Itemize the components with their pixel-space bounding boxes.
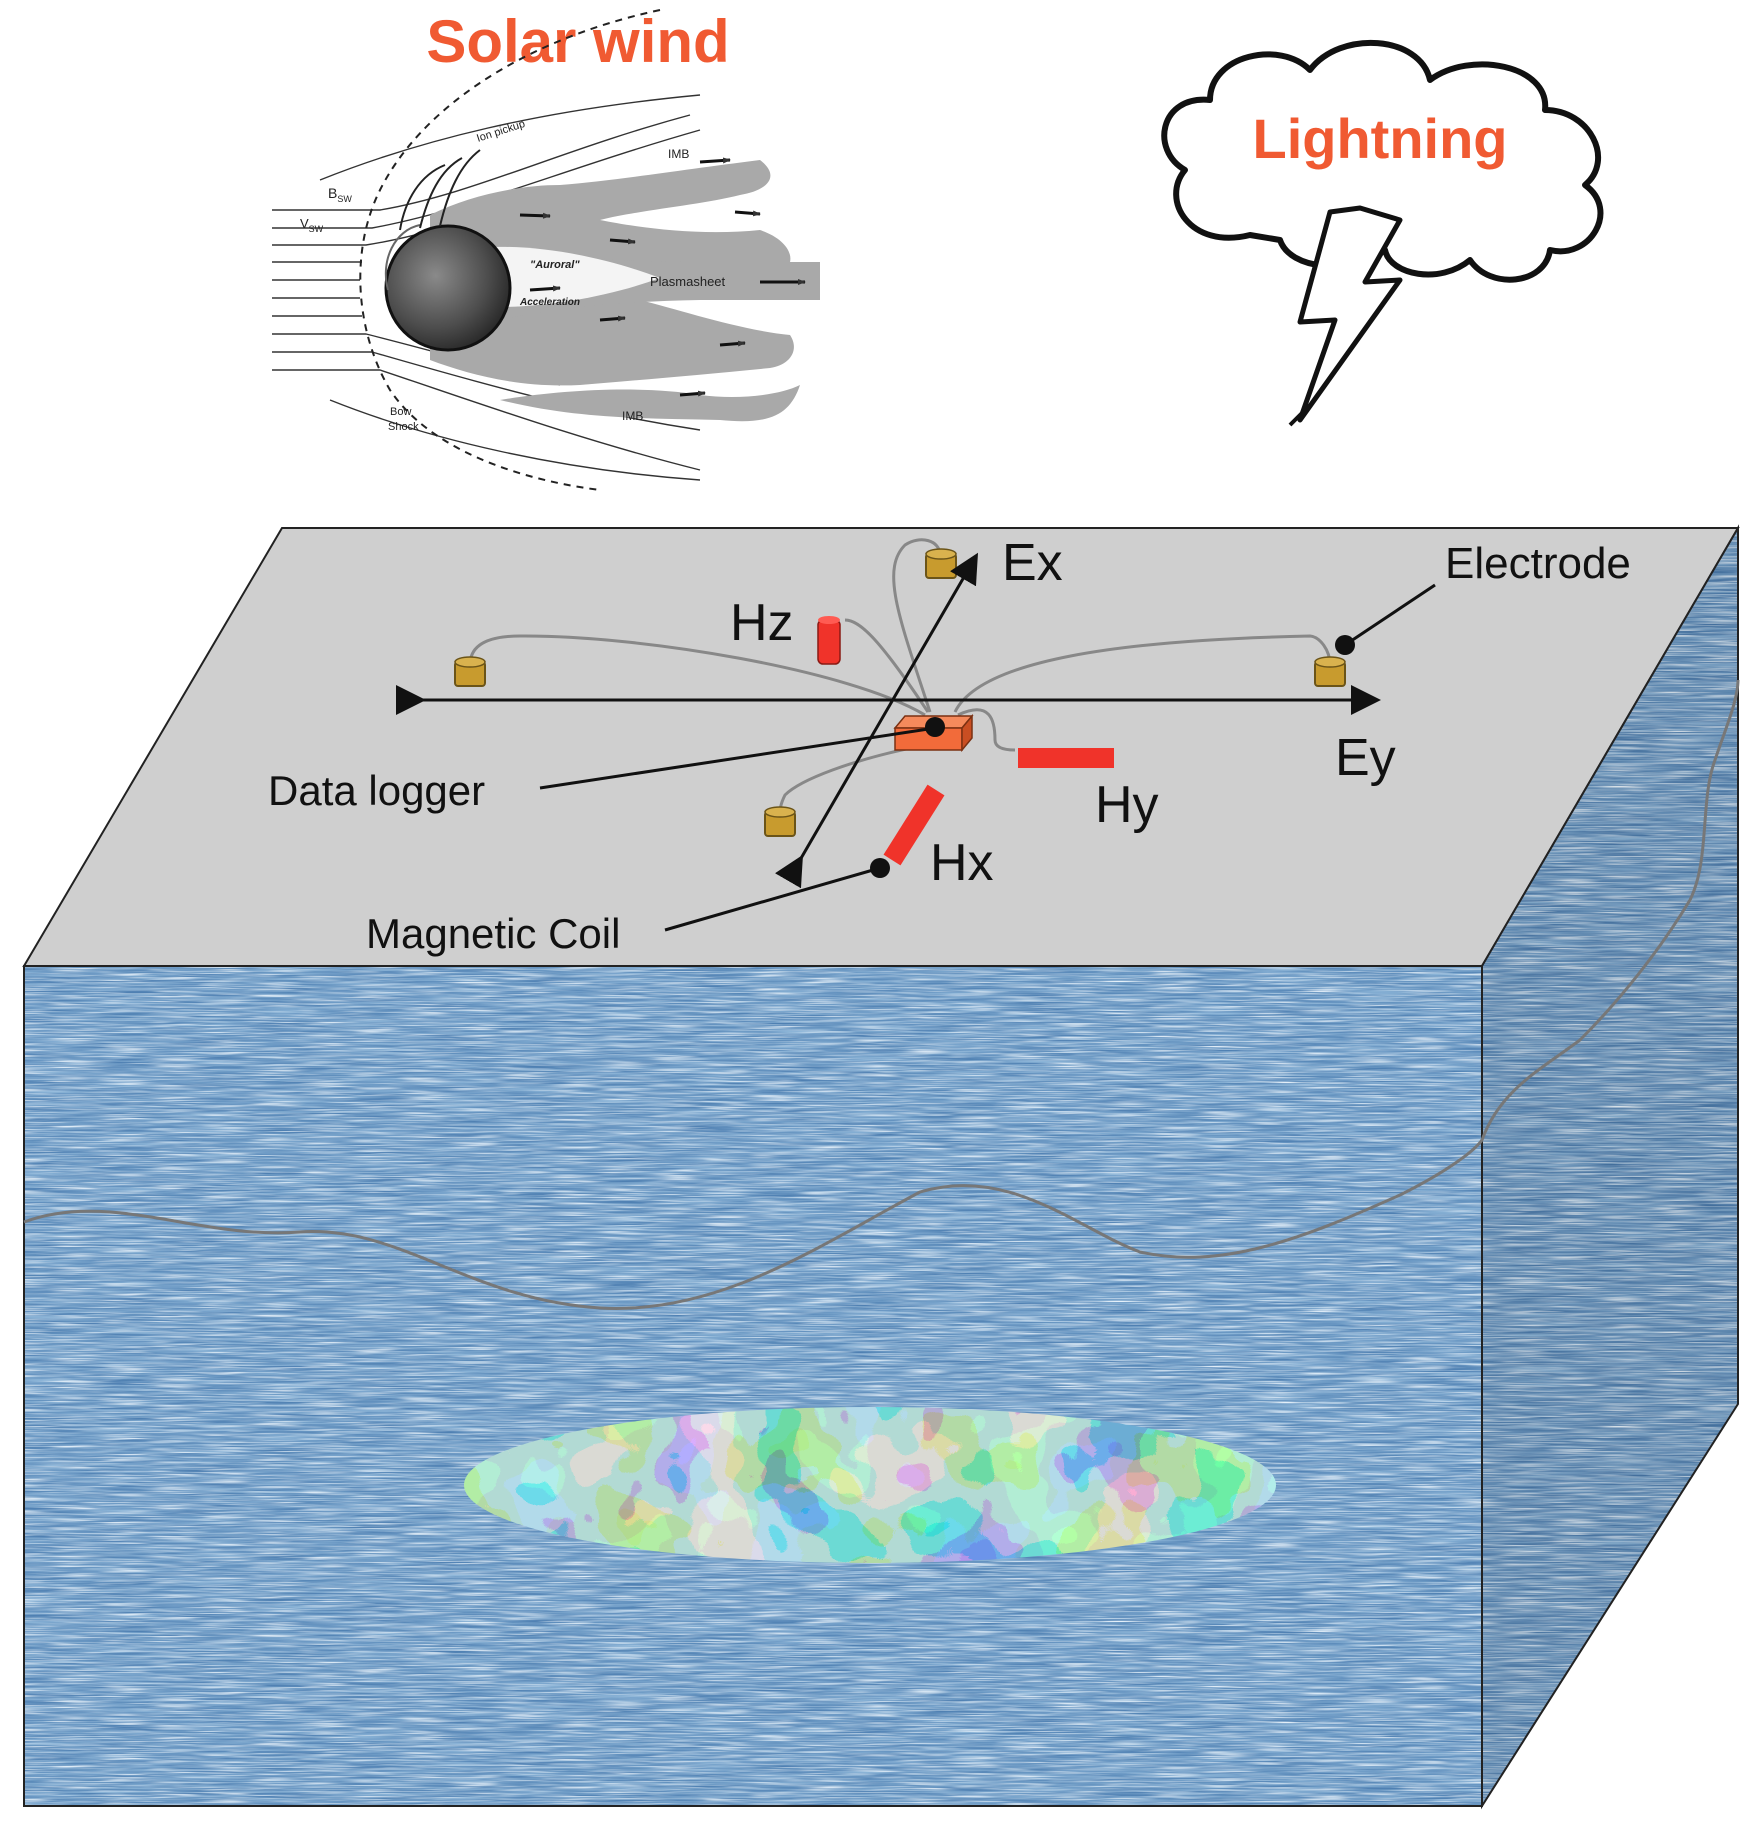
electrode-icon [455,657,485,686]
solar-wind-title: Solar wind [426,8,729,75]
electrode-label: Electrode [1445,539,1631,588]
electrode-icon [926,549,956,578]
ey-label: Ey [1335,729,1396,787]
magnetosphere-illustration: BSW VSW Ion pickup IMB IMB "Auroral" Acc… [272,10,820,490]
data-logger-label: Data logger [268,767,485,814]
logger-pointer-dot [925,717,945,737]
coil-pointer-dot [870,858,890,878]
hx-label: Hx [930,834,994,892]
electrode-pointer-dot [1335,635,1355,655]
shock-label: Shock [388,421,419,433]
bow-label: Bow [390,406,411,418]
electrode-icon [765,807,795,836]
ion-pickup-label: Ion pickup [475,118,526,145]
auroral-label: "Auroral" [530,259,580,271]
electrode-icon [1315,657,1345,686]
hy-coil-icon [1018,748,1114,768]
imb-bottom-label: IMB [622,409,643,423]
lightning-cloud-icon [1164,43,1600,425]
magnetic-coil-label: Magnetic Coil [366,910,620,957]
subsurface-front-face [24,966,1482,1806]
ex-label: Ex [1002,534,1063,592]
plasmasheet-label: Plasmasheet [650,274,726,289]
lightning-title: Lightning [1252,107,1507,170]
hz-label: Hz [730,594,794,652]
ground-surface [24,528,1738,966]
acceleration-label: Acceleration [519,297,580,308]
vsw-label: VSW [300,216,324,234]
imb-top-label: IMB [668,147,689,161]
planet-icon [386,226,510,350]
hz-coil-icon [818,616,840,664]
hy-label: Hy [1095,776,1159,834]
bsw-label: BSW [328,185,352,204]
